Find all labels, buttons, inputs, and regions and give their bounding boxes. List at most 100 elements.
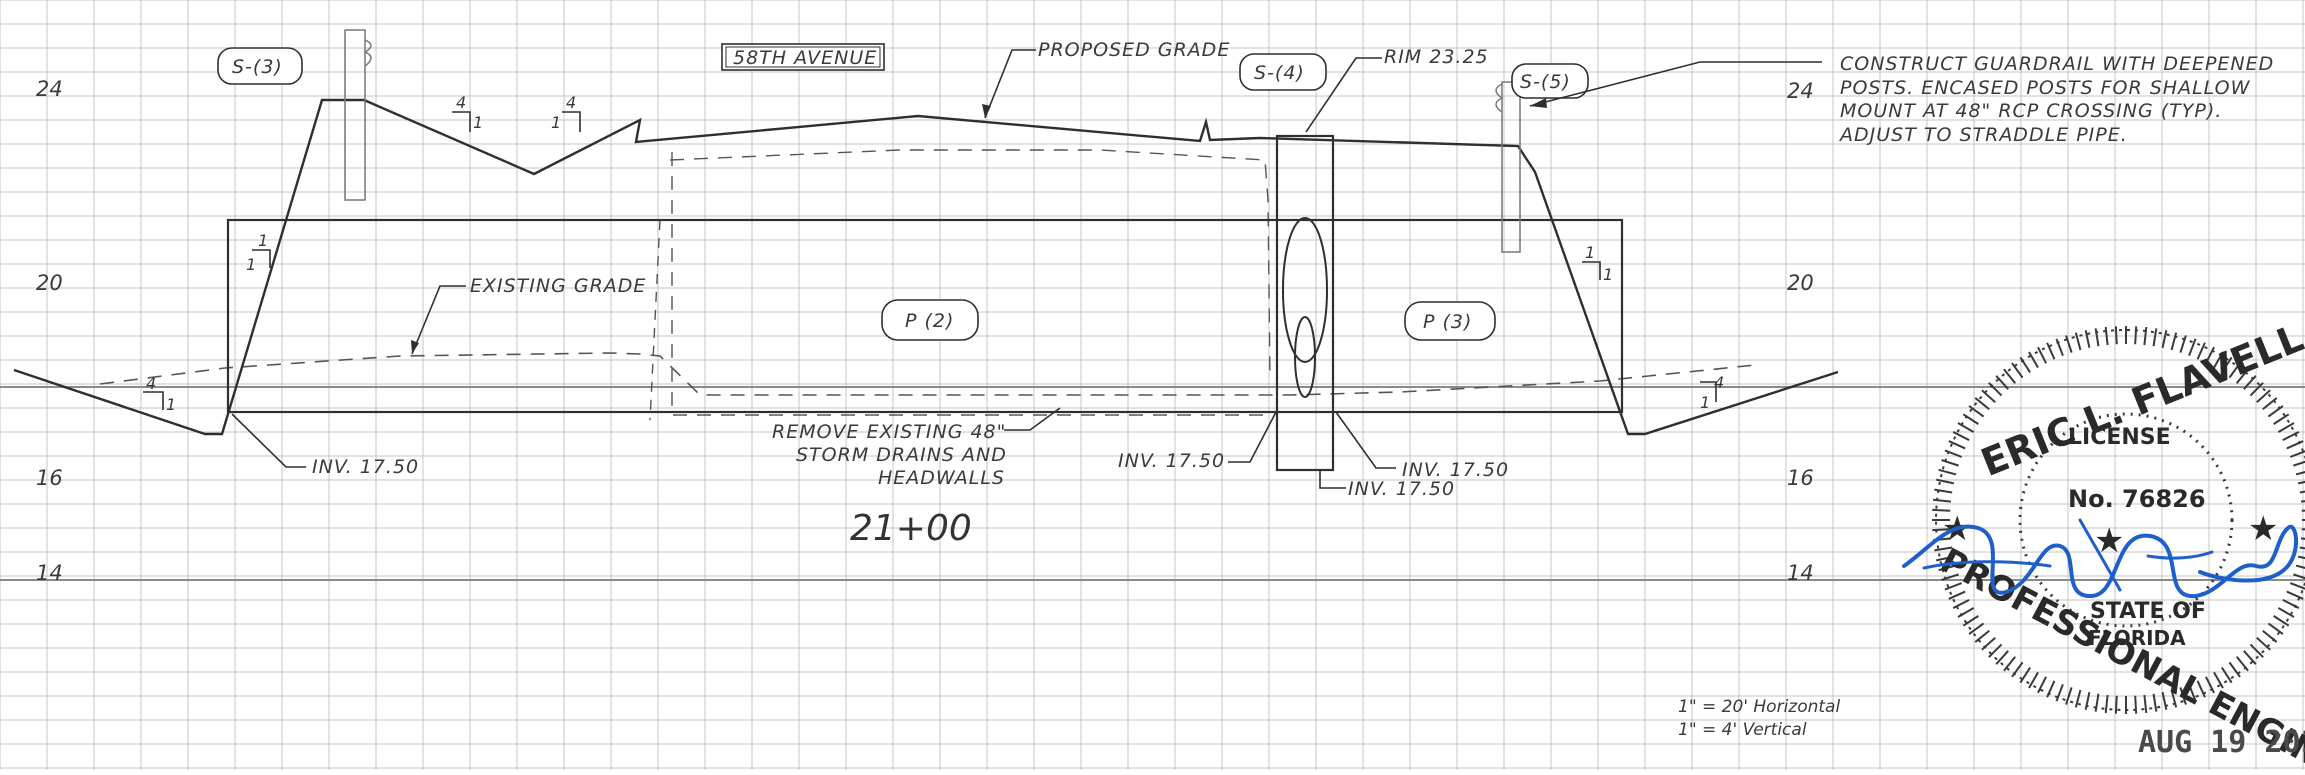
leader-existing-grade <box>411 285 466 355</box>
seal-tick <box>2152 328 2158 347</box>
elev-right-16: 16 <box>1787 466 1814 490</box>
manhole-s4 <box>1275 134 1335 472</box>
seal-name: ERIC L. FLAVELL <box>1975 316 2305 485</box>
callout-remove-2: STORM DRAINS AND <box>796 444 1007 466</box>
seal-tick <box>2249 382 2264 397</box>
seal-tick <box>2134 695 2138 714</box>
seal-tick <box>2143 326 2148 346</box>
slope-symbol-3 <box>252 249 271 268</box>
seal-tick <box>2282 431 2300 441</box>
arrowhead-proposed-grade <box>982 104 991 118</box>
seal-outer-ring <box>1935 329 2305 711</box>
seal-tick <box>2152 693 2158 712</box>
seal-tick <box>2055 338 2064 357</box>
seal-tick <box>1934 488 1953 494</box>
leader-inv-left <box>231 413 306 468</box>
seal-tick <box>1974 629 1990 643</box>
pipe-opening-small <box>1294 316 1316 398</box>
seal-tick <box>2297 480 2305 485</box>
seal-tick <box>1941 459 1959 467</box>
seal-tick <box>2221 667 2233 684</box>
seal-tick <box>2228 661 2241 678</box>
seal-tick <box>2074 332 2082 351</box>
seal-tick <box>2286 590 2304 600</box>
seal-tick <box>2286 440 2304 450</box>
elev-right-24: 24 <box>1787 79 1814 103</box>
seal-tick <box>2084 691 2091 710</box>
seal-tick <box>2046 342 2056 360</box>
seal-license-no: No. 76826 <box>2068 485 2206 513</box>
engineer-signature-flourish <box>1922 518 2214 592</box>
slope-4-rise: 1 <box>246 255 256 274</box>
seal-tick <box>2028 671 2039 689</box>
seal-tick <box>2277 422 2295 433</box>
leader-inv-lower <box>1319 470 1346 489</box>
station-label: 21+00 <box>850 508 972 549</box>
arrowhead-guardrail <box>1530 98 1547 108</box>
seal-tick <box>2293 460 2305 467</box>
elev-left-20: 20 <box>36 271 63 295</box>
callout-proposed-grade: PROPOSED GRADE <box>1038 39 1230 61</box>
seal-tick <box>2065 335 2073 353</box>
slope-6-rise: 1 <box>1700 393 1710 412</box>
elev-right-14: 14 <box>1787 561 1814 585</box>
leader-rim <box>1305 57 1382 133</box>
seal-tick <box>2114 695 2118 714</box>
seal-tick <box>2249 643 2264 658</box>
seal-tick <box>1962 615 1979 627</box>
seal-tick <box>1936 555 1955 562</box>
seal-tick <box>1952 599 1970 609</box>
callout-inv-left: INV. 17.50 <box>312 456 419 478</box>
seal-tick <box>2037 676 2047 694</box>
elev-left-16: 16 <box>36 466 63 490</box>
seal-tick <box>2299 546 2305 550</box>
seal-tick <box>2019 667 2031 684</box>
seal-tick <box>2295 564 2305 569</box>
seal-tick <box>2213 671 2224 689</box>
seal-tick <box>2134 326 2138 345</box>
slope-2-run: 4 <box>456 93 466 112</box>
slope-5-run: 1 <box>1585 243 1595 262</box>
guardrail-note-4: ADJUST TO STRADDLE PIPE. <box>1838 124 2128 146</box>
slope-5-rise: 1 <box>1603 265 1613 284</box>
seal-tick <box>1968 405 1985 418</box>
street-name: 58TH AVENUE <box>733 47 877 69</box>
seal-tick <box>1952 431 1970 441</box>
seal-tick <box>2267 622 2284 635</box>
leader-remove <box>1004 407 1061 431</box>
scale-horizontal: 1" = 20' Horizontal <box>1678 697 1840 717</box>
elev-left-14: 14 <box>36 561 63 585</box>
tag-p2: P (2) <box>905 310 954 332</box>
seal-star-right: ★ <box>2248 509 2278 549</box>
seal-tick <box>2161 330 2168 349</box>
slope-3-rise: 1 <box>551 113 561 132</box>
slope-6-run: 4 <box>1714 373 1724 392</box>
seal-tick <box>1936 478 1955 485</box>
seal-tick <box>2065 687 2073 705</box>
callout-remove-3: HEADWALLS <box>878 467 1005 489</box>
seal-tick <box>2293 573 2305 580</box>
seal-tick <box>2262 629 2278 643</box>
slope-1-rise: 1 <box>166 395 176 414</box>
tag-p2-frame <box>881 299 979 341</box>
seal-tick <box>1938 468 1957 476</box>
elev-left-24: 24 <box>36 77 63 101</box>
callout-remove-1: REMOVE EXISTING 48" <box>772 421 1006 443</box>
seal-tick <box>2277 607 2295 618</box>
seal-tick <box>2300 500 2305 503</box>
seal-tick <box>2094 328 2100 347</box>
seal-tick <box>2300 537 2305 540</box>
slope-3-run: 4 <box>566 93 576 112</box>
seal-tick <box>2011 362 2024 379</box>
tag-s3-frame <box>217 47 303 85</box>
callout-inv-mid-right: INV. 17.50 <box>1402 459 1509 481</box>
seal-tick <box>1948 590 1966 600</box>
seal-tick <box>1932 498 1952 503</box>
leader-guardrail <box>1529 61 1822 107</box>
tag-s4-frame <box>1239 53 1327 91</box>
slope-symbol-4 <box>1582 261 1717 402</box>
guardrail-post-right <box>1495 81 1521 253</box>
